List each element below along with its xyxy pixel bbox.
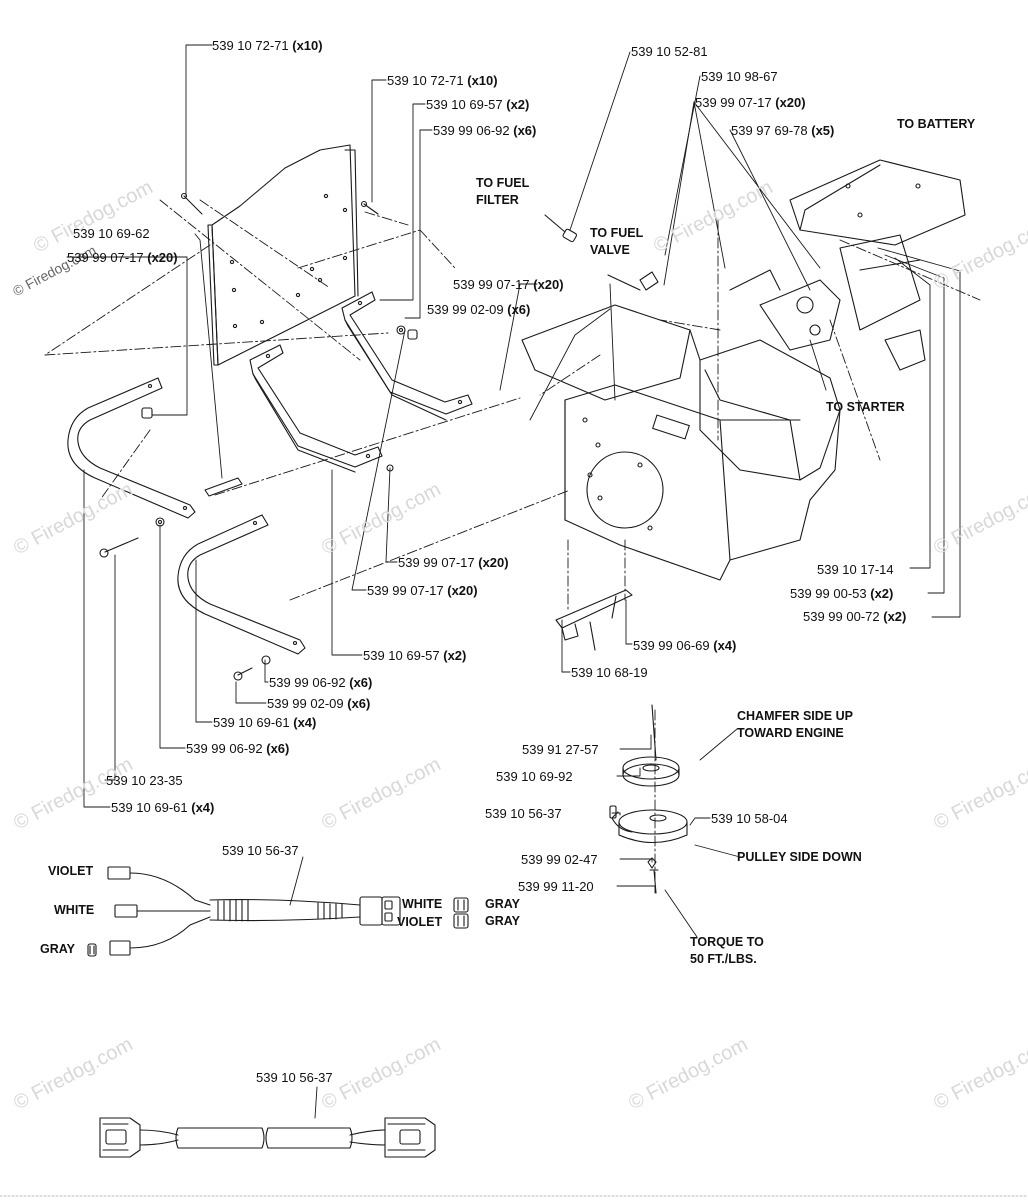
part-label: 539 10 58-04 [711, 811, 788, 826]
note-to-fuel-valve: TO FUEL VALVE [590, 226, 644, 257]
part-label: 539 91 27-57 [522, 742, 599, 757]
part-label: 539 10 56-37 [256, 1070, 333, 1085]
upper-bracket [341, 291, 473, 421]
part-label: 539 10 52-81 [631, 44, 708, 59]
clutch-assembly [609, 704, 688, 894]
lower-rod [177, 514, 306, 655]
left-shield-plate [207, 144, 359, 366]
part-label: 539 99 06-92 (x6) [433, 123, 537, 138]
wire-label-gray: GRAY [485, 897, 520, 911]
part-label: 539 99 07-17 (x20) [453, 277, 564, 292]
wire-label-gray: GRAY [485, 914, 520, 928]
fuel-parts [544, 214, 659, 291]
part-label: 539 10 23-35 [106, 773, 183, 788]
part-label: 539 99 00-72 (x2) [803, 609, 907, 624]
part-label: 539 99 02-09 (x6) [267, 696, 371, 711]
part-label: 539 99 06-69 (x4) [633, 638, 737, 653]
part-label: 539 10 72-71 (x10) [212, 38, 323, 53]
wire-label-violet: VIOLET [397, 915, 443, 929]
leader-lines [66, 44, 961, 1119]
part-label: 539 97 69-78 (x5) [731, 123, 835, 138]
part-label: 539 99 07-17 (x20) [367, 583, 478, 598]
part-label: 539 10 17-14 [817, 562, 894, 577]
part-label: 539 99 07-17 (x20) [67, 250, 178, 265]
part-label: 539 99 06-92 (x6) [269, 675, 373, 690]
assembly-lines [44, 199, 981, 881]
frame-assembly [521, 159, 966, 581]
harness-extension [99, 1117, 436, 1158]
part-label: 539 10 69-61 (x4) [111, 800, 215, 815]
wire-label-white: WHITE [402, 897, 443, 911]
part-label: 539 10 56-37 [222, 843, 299, 858]
left-rod [67, 377, 196, 519]
note-pulley-side-down: PULLEY SIDE DOWN [737, 850, 862, 864]
part-label: 539 10 56-37 [485, 806, 562, 821]
wire-label-gray: GRAY [40, 942, 75, 956]
part-label: 539 99 06-92 (x6) [186, 741, 290, 756]
part-label: 539 10 69-61 (x4) [213, 715, 317, 730]
wire-label-white: WHITE [54, 903, 95, 917]
note-torque: TORQUE TO 50 FT./LBS. [690, 935, 764, 966]
part-label: 539 10 69-92 [496, 769, 573, 784]
harness-main [87, 866, 469, 957]
note-chamfer: CHAMFER SIDE UP TOWARD ENGINE [737, 709, 853, 740]
part-label: 539 99 07-17 (x20) [695, 95, 806, 110]
part-label: 539 99 07-17 (x20) [398, 555, 509, 570]
part-label: 539 10 98-67 [701, 69, 778, 84]
part-label: 539 10 72-71 (x10) [387, 73, 498, 88]
part-label: 539 99 02-09 (x6) [427, 302, 531, 317]
part-label: 539 10 69-57 (x2) [363, 648, 467, 663]
lower-bracket [249, 344, 383, 473]
part-label: 539 99 11-20 [518, 879, 594, 894]
note-to-fuel-filter: TO FUEL FILTER [476, 176, 530, 207]
part-label: 539 10 69-57 (x2) [426, 97, 530, 112]
wire-label-violet: VIOLET [48, 864, 94, 878]
note-to-starter: TO STARTER [826, 400, 905, 414]
part-label: 539 99 02-47 [521, 852, 598, 867]
bolts-and-nuts [99, 192, 418, 681]
part-label: 539 10 68-19 [571, 665, 648, 680]
part-label: 539 99 00-53 (x2) [790, 586, 894, 601]
mount-bar [555, 589, 633, 651]
part-label: 539 10 69-62 [73, 226, 150, 241]
note-to-battery: TO BATTERY [897, 117, 976, 131]
